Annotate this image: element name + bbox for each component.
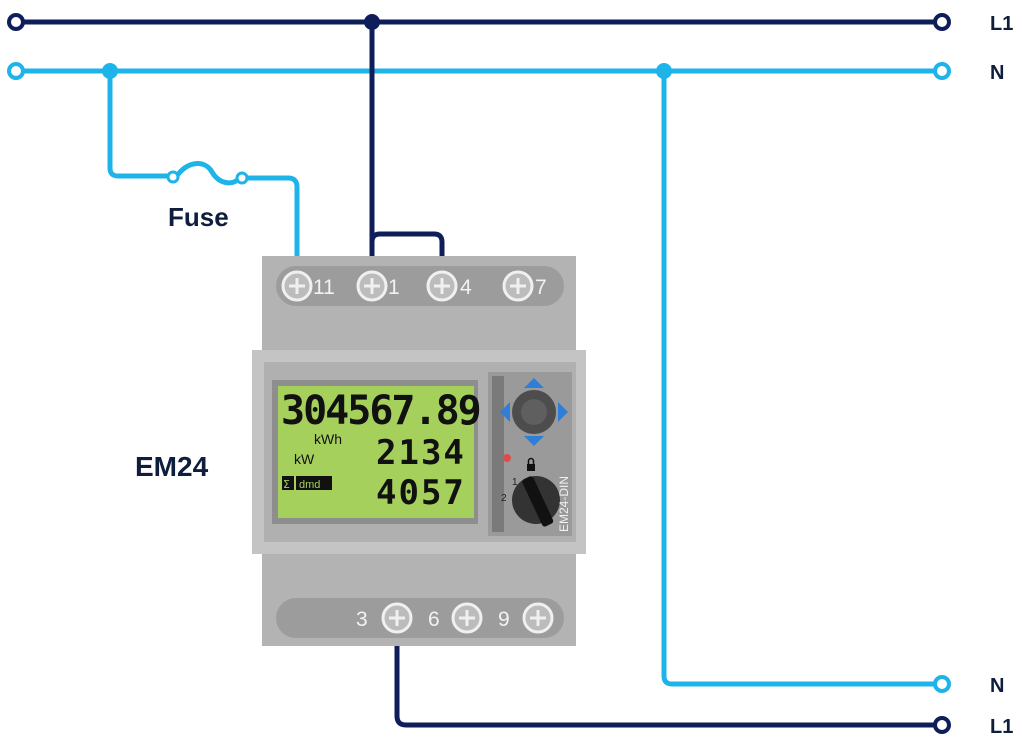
screw-3 [381,602,413,634]
n-top-right-terminal [933,62,951,80]
terminal-label-4: 4 [460,276,472,299]
jumper-1-4 [369,231,445,262]
lcd-row3-value: 4057 [376,473,466,513]
lcd-dmd: dmd [299,479,320,491]
l1-top-left-terminal [7,13,25,31]
terminal-label-11: 11 [313,276,335,299]
l1-top-right-terminal [933,13,951,31]
screw-4 [426,270,458,302]
lcd-display: 304567.89 kWh 2134 kW Σ dmd 4057 [272,380,482,524]
status-led [503,454,511,462]
screw-1 [356,270,388,302]
screw-11 [281,270,313,302]
n-top-line [7,62,951,80]
lcd-sigma: Σ [283,478,290,491]
model-text: EM24-DIN [557,476,571,532]
label-n-top: N [990,62,1004,84]
terminal-label-6: 6 [428,608,440,631]
selector-pos-2: 2 [501,493,507,504]
label-meter: EM24 [135,451,209,482]
arrow-right-icon[interactable] [558,402,568,422]
arrow-left-icon[interactable] [500,402,510,422]
label-l1-top: L1 [990,13,1013,35]
lcd-row2-unit: kW [294,451,315,467]
n-top-left-terminal [7,62,25,80]
screw-9 [522,602,554,634]
control-panel: 1 2 EM24-DIN [488,372,572,536]
terminal-label-7: 7 [535,276,547,299]
fuse-wire [107,68,300,265]
l1-load-wire [394,640,937,728]
lock-icon [527,464,535,471]
bottom-terminal-strip [276,598,564,638]
arrow-down-icon[interactable] [524,436,544,446]
label-n-bottom: N [990,675,1004,697]
screw-7 [502,270,534,302]
label-fuse: Fuse [168,202,229,232]
top-screws: 11 1 4 7 [281,270,547,302]
fuse-symbol [166,161,249,186]
terminal-label-9: 9 [498,608,510,631]
label-l1-bottom: L1 [990,716,1013,738]
l1-top-line [7,13,951,31]
em24-meter: 11 1 4 7 3 6 9 3 [252,256,586,646]
n-bottom-terminal [933,675,951,693]
lcd-row1-unit: kWh [314,431,342,447]
lcd-row2-value: 2134 [376,433,466,473]
top-terminal-strip [276,266,564,306]
arrow-up-icon[interactable] [524,378,544,388]
bottom-screws: 3 6 9 [356,602,554,634]
terminal-label-1: 1 [388,276,400,299]
selector-pos-1: 1 [512,477,518,488]
terminal-label-3: 3 [356,608,368,631]
screw-6 [451,602,483,634]
n-load-wire [661,71,937,687]
l1-bottom-terminal [933,716,951,734]
lcd-row1-value: 304567.89 [281,388,480,434]
